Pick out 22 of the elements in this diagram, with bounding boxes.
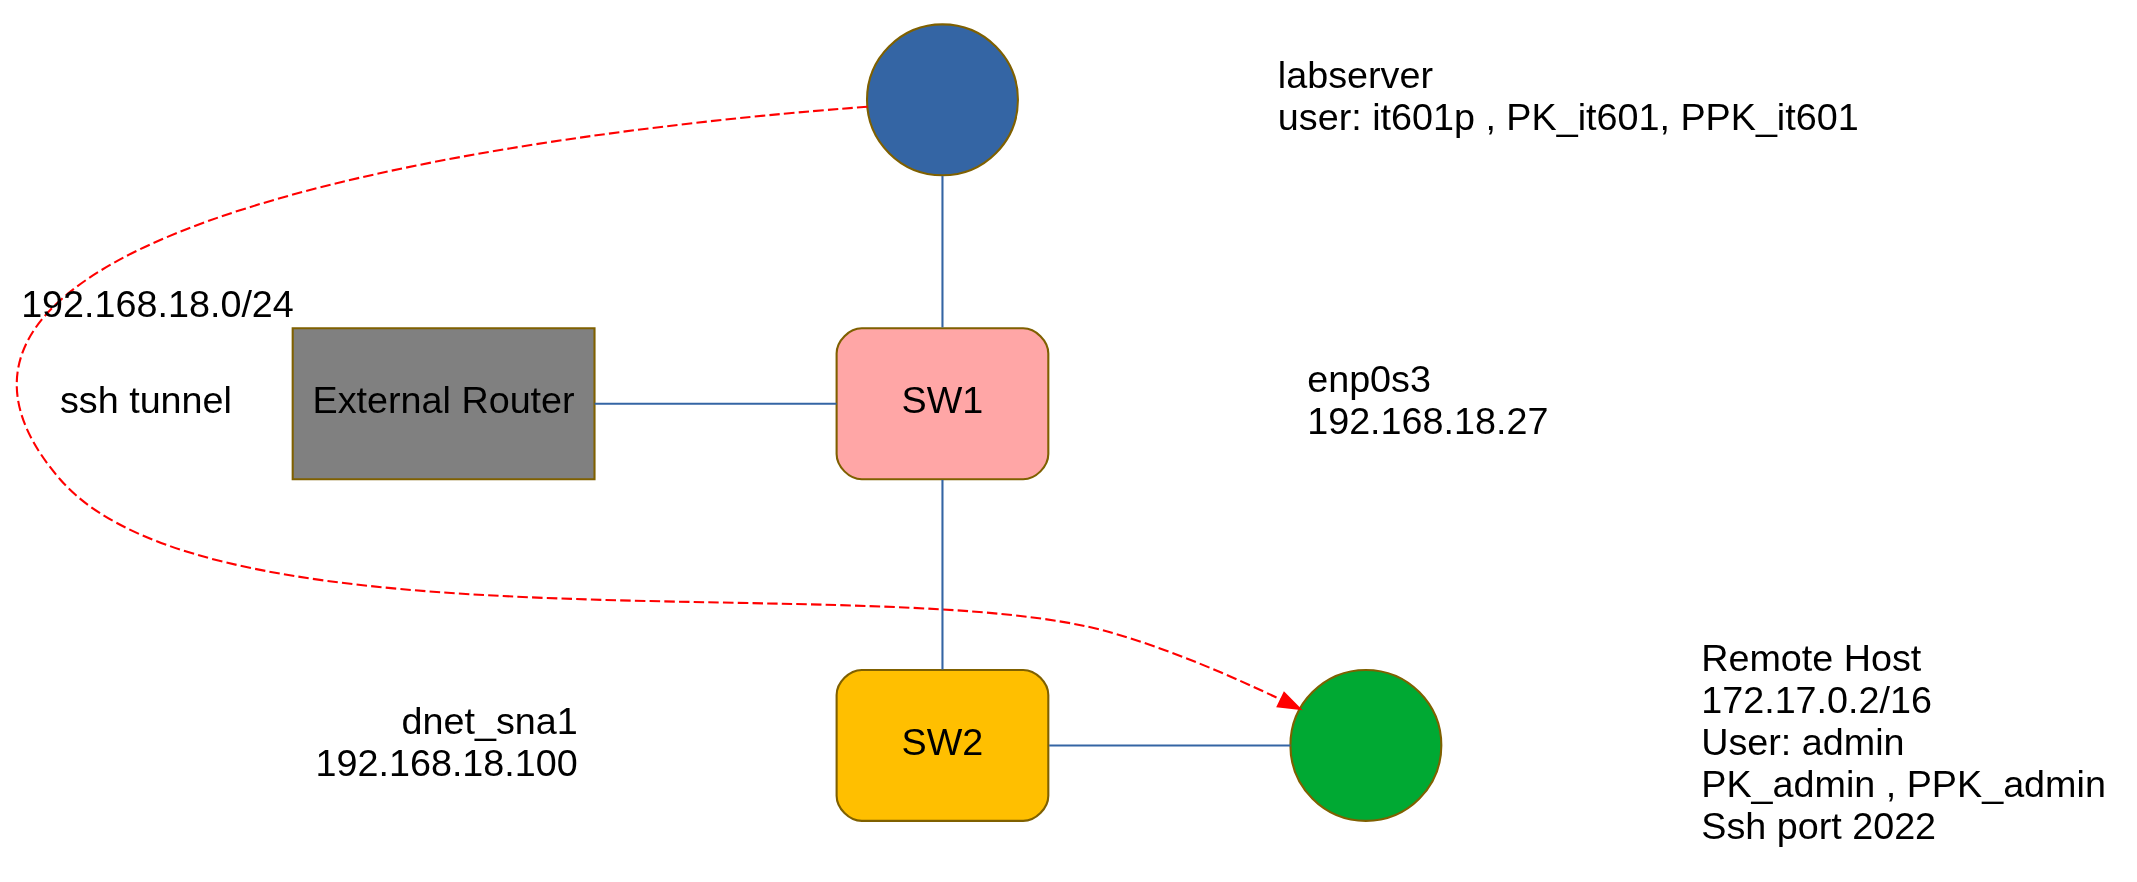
node-label: Remote Host (1701, 636, 1922, 679)
node-label: 192.168.18.100 (315, 741, 578, 784)
node-label: dnet_sna1 (401, 699, 578, 742)
node-label: User: admin (1701, 720, 1905, 763)
node-label: Ssh port 2022 (1701, 803, 1937, 846)
connector (941, 479, 944, 669)
node-label: labserver (1277, 53, 1433, 96)
node-box: SW1 (835, 326, 1050, 480)
connector (1049, 743, 1291, 746)
node-label: enp0s3 (1307, 357, 1431, 400)
connector (594, 402, 837, 405)
node-label: 192.168.18.27 (1307, 399, 1549, 442)
node-box: SW2 (835, 668, 1050, 822)
connector (941, 175, 944, 327)
node-label: 172.17.0.2/16 (1701, 678, 1932, 721)
node-box: External Router (291, 326, 596, 480)
node-circle (865, 22, 1019, 176)
node-label: PK_admin , PPK_admin (1701, 762, 2106, 805)
node-label: 192.168.18.0/24 (21, 282, 294, 325)
node-circle (1289, 668, 1443, 822)
edge-label: ssh tunnel (59, 378, 232, 421)
node-label: user: it601p , PK_it601, PPK_it601 (1277, 95, 1859, 138)
